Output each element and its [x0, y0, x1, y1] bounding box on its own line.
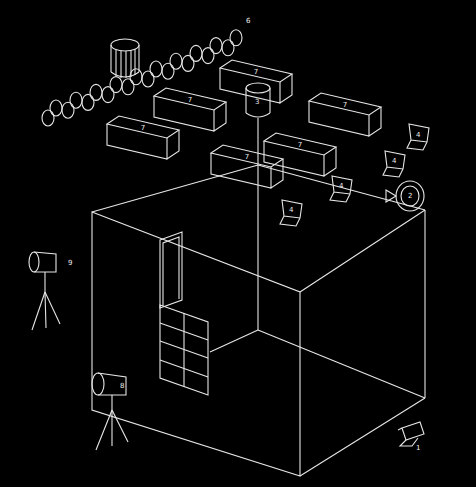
cylinder-light: [111, 39, 139, 78]
floor-lamp: [398, 422, 424, 446]
light-ring: [50, 100, 62, 116]
door-frame: [163, 237, 179, 306]
light-ring: [202, 48, 214, 64]
light-ring: [110, 77, 122, 93]
window: [160, 305, 208, 395]
floor-edge: [258, 330, 425, 398]
callout-number: 7: [211, 153, 283, 161]
light-ring: [122, 79, 134, 95]
callout-number: 7: [220, 68, 292, 76]
callout-number: 7: [107, 124, 179, 132]
wall-edge: [424, 210, 425, 398]
wall-edge: [300, 210, 425, 292]
light-ring: [190, 45, 202, 61]
callout-number: 1: [416, 444, 420, 452]
front-wall: [92, 212, 300, 476]
light-bank-box: 7: [309, 93, 381, 123]
light-bank-box: 7: [107, 116, 179, 146]
light-bank-box: 7: [154, 88, 226, 118]
light-ring: [82, 94, 94, 110]
light-ring: [90, 84, 102, 100]
light-bank-box: 7: [264, 133, 336, 163]
callout-number: 7: [309, 101, 381, 109]
light-ring: [230, 30, 242, 46]
window-bar: [160, 341, 208, 358]
callout-number: 8: [120, 382, 124, 390]
light-ring: [222, 40, 234, 56]
window-bar: [160, 323, 208, 340]
light-ring: [182, 55, 194, 71]
light-ring: [162, 63, 174, 79]
wall-edge: [92, 165, 258, 212]
light-ring: [42, 110, 54, 126]
callout-number: 4: [289, 206, 293, 214]
light-row: [42, 30, 242, 126]
door-frame: [160, 232, 182, 308]
light-ring: [130, 69, 142, 85]
floor-edge: [300, 398, 425, 476]
light-ring: [70, 92, 82, 108]
window-bar: [160, 360, 208, 377]
light-ring: [62, 102, 74, 118]
callout-number: 7: [264, 141, 336, 149]
callout-number: 4: [416, 131, 420, 139]
light-ring: [170, 53, 182, 69]
window-frame: [160, 305, 208, 395]
door: [160, 232, 182, 308]
tripod-lamp: [92, 373, 128, 450]
light-ring: [142, 71, 154, 87]
callout-number: 9: [68, 259, 72, 267]
round-lamp: [386, 181, 424, 211]
callout-number: 3: [255, 98, 259, 106]
callout-number: 4: [339, 182, 343, 190]
callout-number: 2: [408, 192, 412, 200]
back-corner: [257, 165, 258, 330]
light-bank-box: 7: [220, 60, 292, 90]
tripod-lamp: [29, 252, 60, 330]
callout-number: 7: [154, 96, 226, 104]
room-outline: [92, 165, 425, 476]
callout-number: 6: [246, 17, 250, 25]
callout-number: 4: [392, 157, 396, 165]
light-ring: [102, 87, 114, 103]
floor-edge: [210, 330, 258, 352]
light-ring: [210, 38, 222, 54]
light-ring: [150, 61, 162, 77]
light-bank-box: 7: [211, 145, 283, 175]
